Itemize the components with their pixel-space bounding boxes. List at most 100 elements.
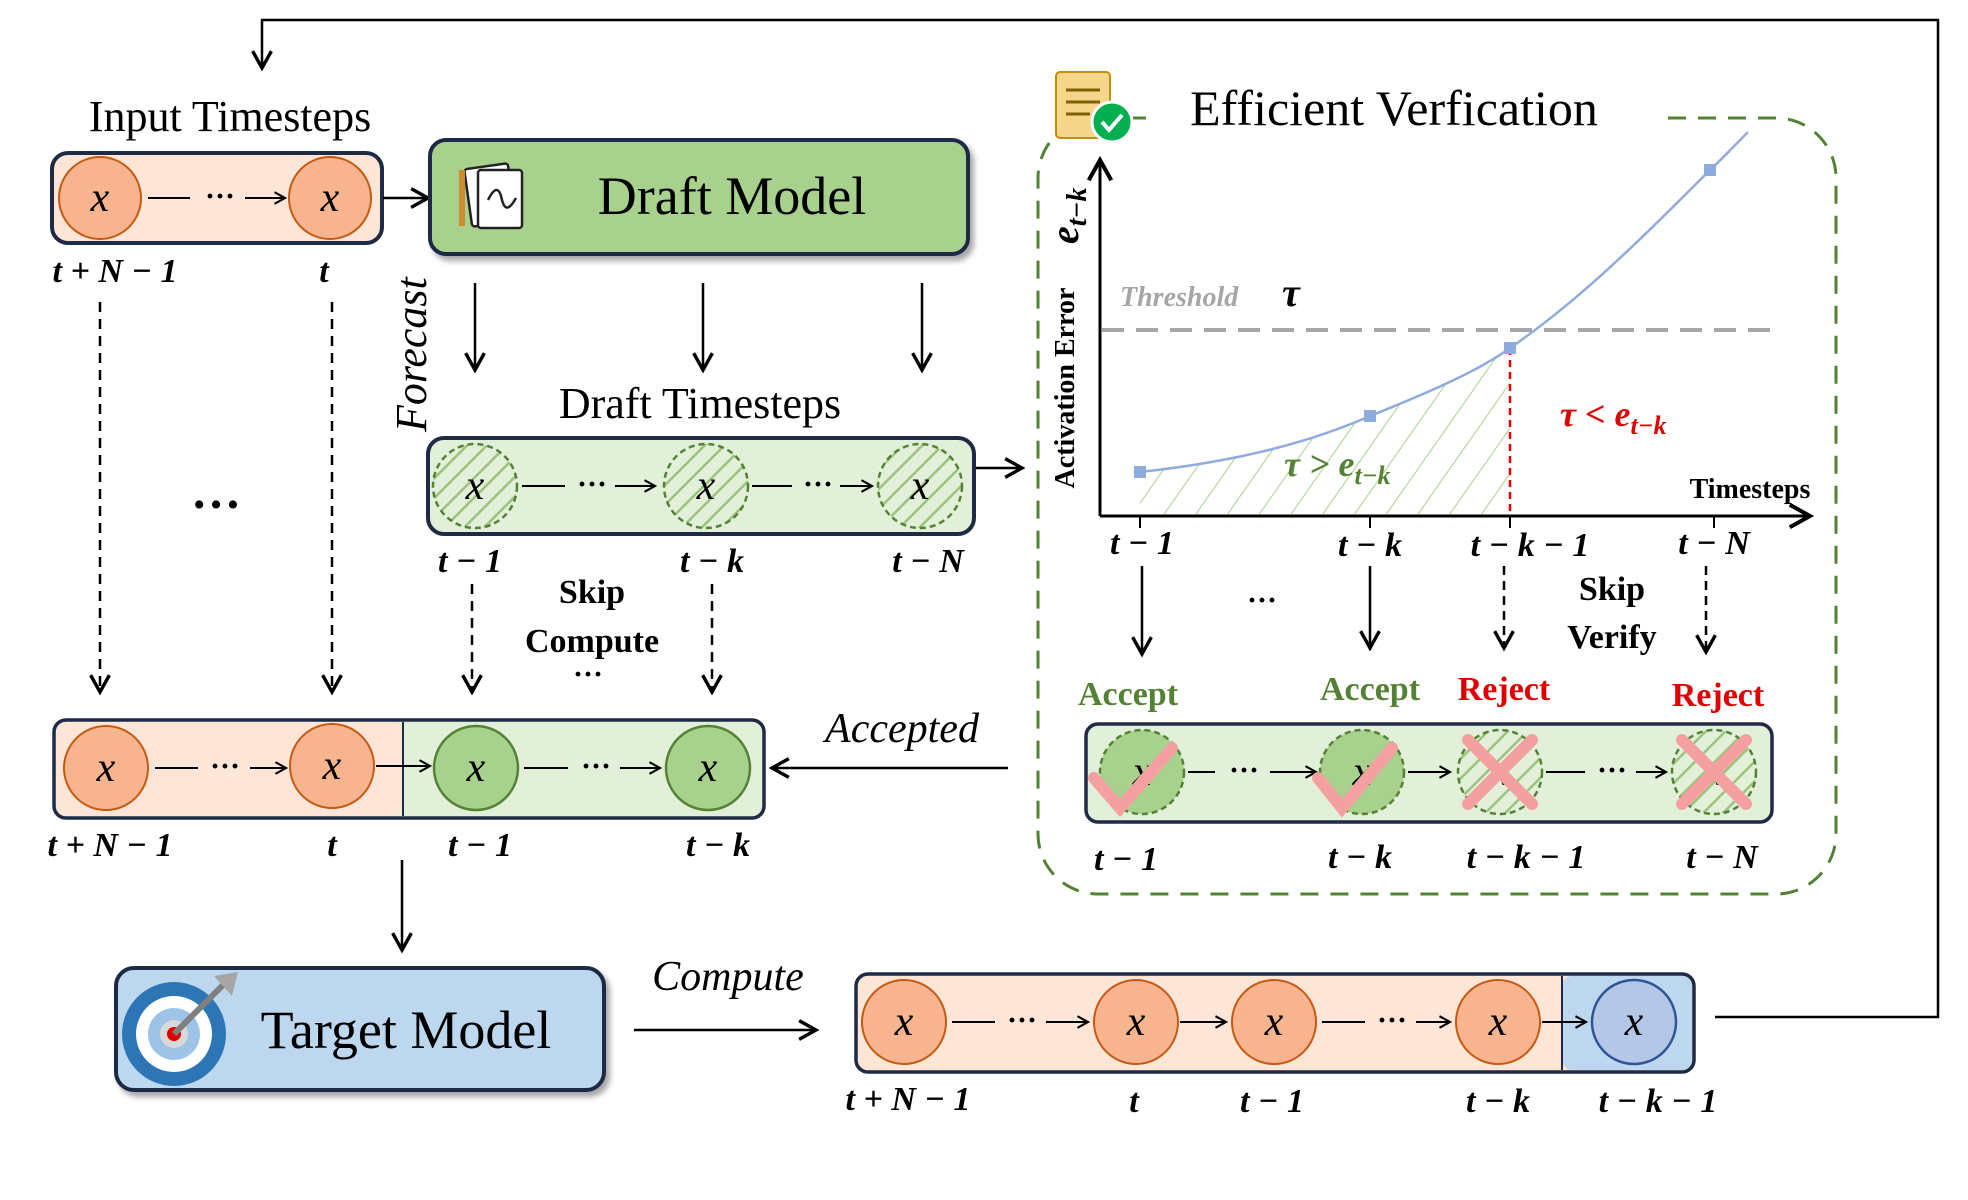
target-model-box: [114, 966, 606, 1092]
reject-label-1: Reject: [1458, 671, 1551, 708]
input-node-first: [58, 156, 142, 240]
threshold-label: Threshold: [1120, 282, 1239, 313]
chart-x-axis-label: Timesteps: [1690, 474, 1811, 505]
label-t-minus-k-minus-1: t − k − 1: [1599, 1083, 1718, 1120]
feedback-loop-arrow: [251, 18, 1940, 1019]
reject-x-icon: [1462, 734, 1538, 810]
label-t-minus-1: t − 1: [448, 827, 512, 864]
node-symbol: x: [465, 463, 485, 509]
accept-label-2: Accept: [1320, 671, 1421, 708]
chart-tick-t-minus-k: t − k: [1338, 527, 1402, 564]
draft-model-box: [428, 138, 970, 256]
label-t-minus-n: t − N: [1686, 839, 1759, 876]
compute-label: Compute: [652, 954, 804, 1000]
combined-node-t: [289, 723, 375, 809]
draft-model-title: Draft Model: [598, 166, 866, 226]
label-t-minus-1: t − 1: [1240, 1083, 1304, 1120]
node-symbol: x: [1264, 999, 1284, 1045]
curve-point: [1134, 466, 1146, 478]
accept-label-1: Accept: [1078, 676, 1179, 713]
seq-ellipsis: ···: [1597, 754, 1627, 787]
node-symbol: x: [1624, 999, 1644, 1045]
node-symbol: x: [894, 999, 914, 1045]
label-t-minus-1: t − 1: [438, 543, 502, 580]
draft-document-icon: [459, 162, 524, 230]
node-symbol: x: [910, 463, 930, 509]
seq-ellipsis: ···: [577, 468, 607, 501]
accepted-region: [1140, 348, 1510, 514]
node-symbol: x: [1488, 999, 1508, 1045]
skip-verify-label-1: Skip: [1579, 571, 1645, 608]
forecast-label: Forecast: [387, 275, 436, 433]
chart-y-axis-label: Activation Error: [1050, 288, 1081, 489]
output-node-t-1: [1231, 979, 1317, 1065]
node-symbol: x: [90, 175, 110, 221]
label-t-minus-k: t − k: [680, 543, 744, 580]
label-t: t: [1129, 1083, 1140, 1120]
input-node-t: [288, 156, 372, 240]
threshold-symbol: τ: [1282, 270, 1301, 315]
label-t-minus-k: t − k: [1466, 1083, 1530, 1120]
node-symbol: x: [96, 745, 116, 791]
target-icon: [122, 972, 238, 1086]
accept-check-icon: [1312, 742, 1398, 818]
chart-tick-t-minus-1: t − 1: [1110, 525, 1174, 562]
node-symbol: x: [322, 743, 342, 789]
accept-check-icon: [1088, 742, 1178, 818]
label-t-plus-n-minus-1: t + N − 1: [48, 827, 173, 864]
output-node-t-k-1: [1590, 978, 1678, 1066]
accepted-label: Accepted: [822, 706, 980, 752]
output-node-1: [861, 979, 947, 1065]
chart-tick-t-minus-k-minus-1: t − k − 1: [1471, 527, 1590, 564]
verify-ellipsis: ···: [1247, 584, 1277, 617]
above-threshold-expr: τ < et−k: [1560, 394, 1666, 440]
draft-node-t-1: [431, 442, 519, 530]
skip-verify-label-2: Verify: [1567, 619, 1656, 656]
curve-point: [1704, 164, 1716, 176]
label-t-plus-n-minus-1: t + N − 1: [53, 253, 178, 290]
node-symbol: x: [698, 745, 718, 791]
below-threshold-expr: τ > et−k: [1284, 444, 1390, 490]
seq-ellipsis: ···: [803, 468, 833, 501]
skip-ellipsis: ···: [573, 658, 603, 691]
label-t-minus-k-minus-1: t − k − 1: [1467, 839, 1586, 876]
node-symbol: x: [696, 463, 716, 509]
seq-ellipsis: ···: [1377, 1004, 1407, 1037]
curve-point: [1364, 410, 1376, 422]
seq-ellipsis: ···: [1229, 754, 1259, 787]
skip-compute-label-1: Skip: [559, 574, 625, 611]
activation-error-chart: Activation Error et−k Timesteps Threshol…: [1042, 131, 1815, 564]
chart-y-axis-symbol: et−k: [1042, 187, 1093, 244]
node-symbol: x: [1126, 999, 1146, 1045]
draft-node-t-n: [876, 442, 964, 530]
reject-x-icon: [1676, 734, 1752, 810]
skip-compute-label-2: Compute: [525, 623, 659, 660]
label-t: t: [319, 253, 330, 290]
input-timesteps-title: Input Timesteps: [89, 92, 371, 141]
seq-ellipsis: ···: [1007, 1004, 1037, 1037]
node-symbol: x: [466, 745, 486, 791]
target-model-title: Target Model: [261, 1000, 552, 1060]
verification-document-icon: [1055, 71, 1134, 144]
label-t-minus-1: t − 1: [1094, 841, 1158, 878]
label-t-plus-n-minus-1: t + N − 1: [846, 1081, 971, 1118]
node-symbol: x: [320, 175, 340, 221]
label-t-minus-k: t − k: [686, 827, 750, 864]
label-t: t: [327, 827, 338, 864]
seq-ellipsis: ···: [581, 750, 611, 783]
seq-ellipsis: ···: [210, 750, 240, 783]
verification-title-backdrop: [1150, 90, 1660, 144]
curve-point: [1504, 342, 1516, 354]
label-t-minus-n: t − N: [892, 543, 965, 580]
output-node-t-k: [1455, 979, 1541, 1065]
draft-node-t-k: [662, 442, 750, 530]
middle-ellipsis: …: [191, 463, 241, 519]
combined-node-1: [63, 725, 149, 811]
reject-label-2: Reject: [1672, 677, 1765, 714]
output-node-t: [1093, 979, 1179, 1065]
label-t-minus-k: t − k: [1328, 839, 1392, 876]
chart-tick-t-minus-n: t − N: [1678, 525, 1751, 562]
verification-title: Efficient Verfication: [1190, 80, 1598, 136]
seq-ellipsis: ···: [205, 180, 235, 213]
